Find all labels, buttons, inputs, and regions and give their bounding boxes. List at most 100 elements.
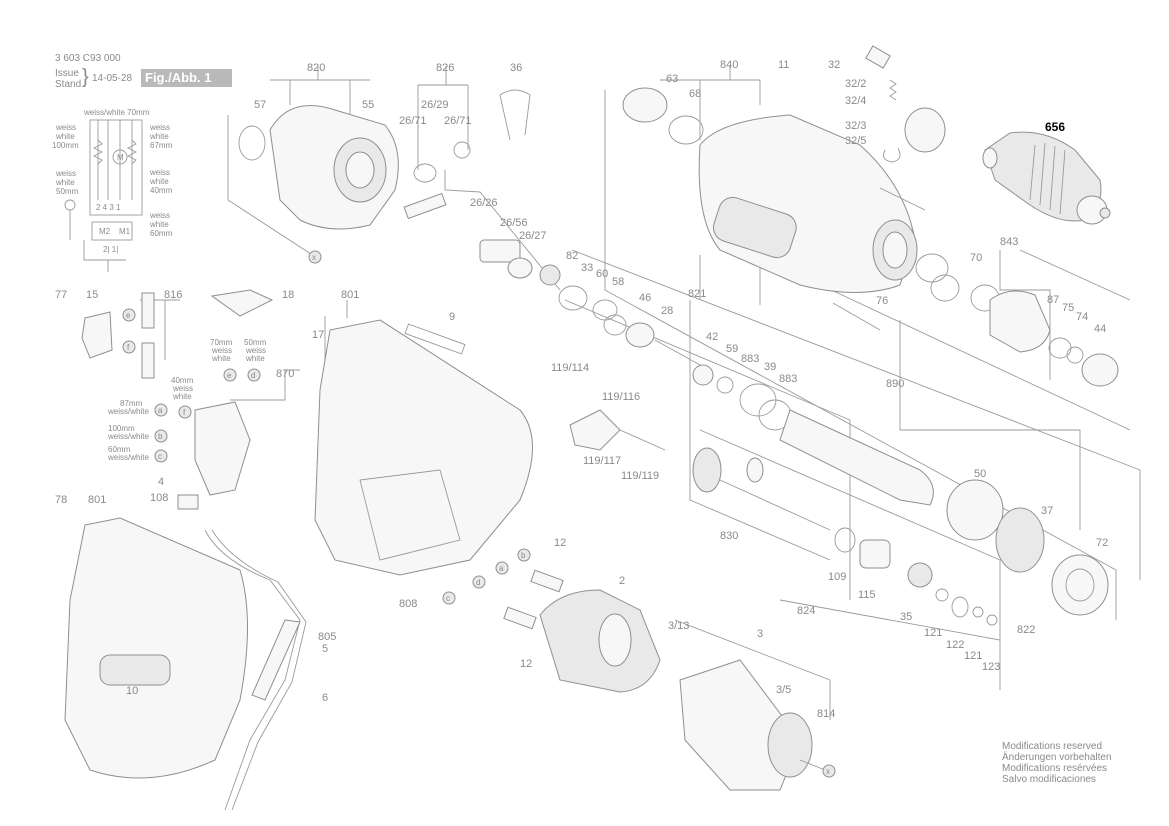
part-label: 814 xyxy=(817,708,835,720)
part-label: 12 xyxy=(520,658,532,670)
part-label: 57 xyxy=(254,99,266,111)
w100-a: 100mm xyxy=(108,424,135,433)
part-label: 26/71 xyxy=(444,115,472,127)
part-label: 6 xyxy=(322,692,328,704)
part-label: 3/13 xyxy=(668,620,689,632)
wire-right2-c: 40mm xyxy=(150,186,173,195)
part-label: 840 xyxy=(720,59,738,71)
w40-a: 40mm xyxy=(171,376,194,385)
marker-a-1: a xyxy=(158,406,163,415)
w70-a: 70mm xyxy=(210,338,233,347)
motor-symbol xyxy=(112,149,128,165)
w50-a: 50mm xyxy=(244,338,267,347)
part-label: 123 xyxy=(982,661,1000,673)
wire-left2-b: white xyxy=(55,178,75,187)
marker-d-2: d xyxy=(476,578,480,587)
part-label: 805 xyxy=(318,631,336,643)
part-label: 822 xyxy=(1017,624,1035,636)
component-shapes xyxy=(64,45,1141,811)
part-label: 32 xyxy=(828,59,840,71)
m1-label: M1 xyxy=(119,227,131,236)
wire-right3-b: white xyxy=(149,220,169,229)
wire-left2-c: 50mm xyxy=(56,187,79,196)
part-label: 119/114 xyxy=(551,362,589,374)
part-label: 890 xyxy=(886,378,904,390)
marker-b-2: b xyxy=(521,551,526,560)
part-label: 12 xyxy=(554,537,566,549)
part-label: 36 xyxy=(510,62,522,74)
part-label: 824 xyxy=(797,605,815,617)
part-label: 11 xyxy=(778,59,789,71)
part-label: 109 xyxy=(828,571,846,583)
part-label: 63 xyxy=(666,73,678,85)
part-label: 121 xyxy=(924,627,942,639)
wire-right3-a: weiss xyxy=(149,211,170,220)
part-label: 2 xyxy=(619,575,625,587)
part-label: 33 xyxy=(581,262,593,274)
note-de: Änderungen vorbehalten xyxy=(1002,752,1112,763)
wire-right2-b: white xyxy=(149,177,169,186)
wire-right2-a: weiss xyxy=(149,168,170,177)
part-label: 59 xyxy=(726,343,738,355)
wire-right1-c: 67mm xyxy=(150,141,173,150)
part-label: 28 xyxy=(661,305,673,317)
part-label: 820 xyxy=(307,62,325,74)
part-label: 32/4 xyxy=(845,95,866,107)
part-label: 816 xyxy=(164,289,182,301)
part-label: 77 xyxy=(55,289,67,301)
part-label: 44 xyxy=(1094,323,1106,335)
switch-wire-labels: 70mm weiss white 50mm weiss white 40mm w… xyxy=(107,338,267,462)
part-label: 76 xyxy=(876,295,888,307)
wire-left1-c: 100mm xyxy=(52,141,79,150)
part-label: 35 xyxy=(900,611,912,623)
part-label-656-highlighted: 656 xyxy=(1045,120,1065,134)
part-label: 15 xyxy=(86,289,98,301)
m2-label: M2 xyxy=(99,227,111,236)
part-label: 821 xyxy=(688,288,706,300)
bottom-terminals: 2| 1| xyxy=(103,245,118,254)
part-label: 10 xyxy=(126,685,138,697)
marker-b-1: b xyxy=(158,432,163,441)
part-label: 26/29 xyxy=(421,99,449,111)
part-label: 3/5 xyxy=(776,684,791,696)
handle-801-shape xyxy=(64,517,248,779)
connection-markers: x e f e d a f b c b a d c x xyxy=(122,250,836,778)
note-en: Modifications reserved xyxy=(1002,741,1103,752)
part-label: 82 xyxy=(566,250,578,262)
wire-right1-b: white xyxy=(149,132,169,141)
marker-f-1: f xyxy=(127,343,130,352)
motor-label: M xyxy=(117,153,124,162)
note-es: Salvo modificaciones xyxy=(1002,774,1096,785)
marker-x-1: x xyxy=(312,253,316,262)
o-ring-57 xyxy=(238,125,266,161)
part-label: 119/117 xyxy=(583,455,621,467)
part-label: 801 xyxy=(88,494,106,506)
part-label: 9 xyxy=(449,311,455,323)
part-label: 37 xyxy=(1041,505,1053,517)
modification-notes: Modifications reserved Änderungen vorbeh… xyxy=(1002,741,1112,785)
brace: } xyxy=(82,66,89,88)
w70-c: white xyxy=(211,354,231,363)
figure-badge: Fig./Abb. 1 xyxy=(141,69,232,87)
w40-c: white xyxy=(172,392,192,401)
w60-b: weiss/white xyxy=(107,453,149,462)
part-label: 60 xyxy=(596,268,608,280)
marker-e-2: e xyxy=(227,371,232,380)
switch-870-shape xyxy=(194,401,251,496)
marker-c-2: c xyxy=(446,594,450,603)
marker-x-2: x xyxy=(826,767,830,776)
terminal-numbers: 2 4 3 1 xyxy=(96,203,121,212)
wiring-diagram: weiss/white 70mm weiss white 100mm weiss… xyxy=(52,108,173,272)
part-label: 121 xyxy=(964,650,982,662)
part-label: 46 xyxy=(639,292,651,304)
part-label: 119/119 xyxy=(621,470,659,482)
part-label: 115 xyxy=(858,589,876,601)
note-fr: Modifications resérvées xyxy=(1002,763,1108,774)
marker-a-2: a xyxy=(499,564,504,573)
wire-right3-c: 60mm xyxy=(150,229,173,238)
part-label: 39 xyxy=(764,361,776,373)
part-label: 68 xyxy=(689,88,701,100)
cylinder-890-shape xyxy=(779,409,934,506)
gear-50-shape xyxy=(995,507,1045,573)
part-label: 26/27 xyxy=(519,230,547,242)
